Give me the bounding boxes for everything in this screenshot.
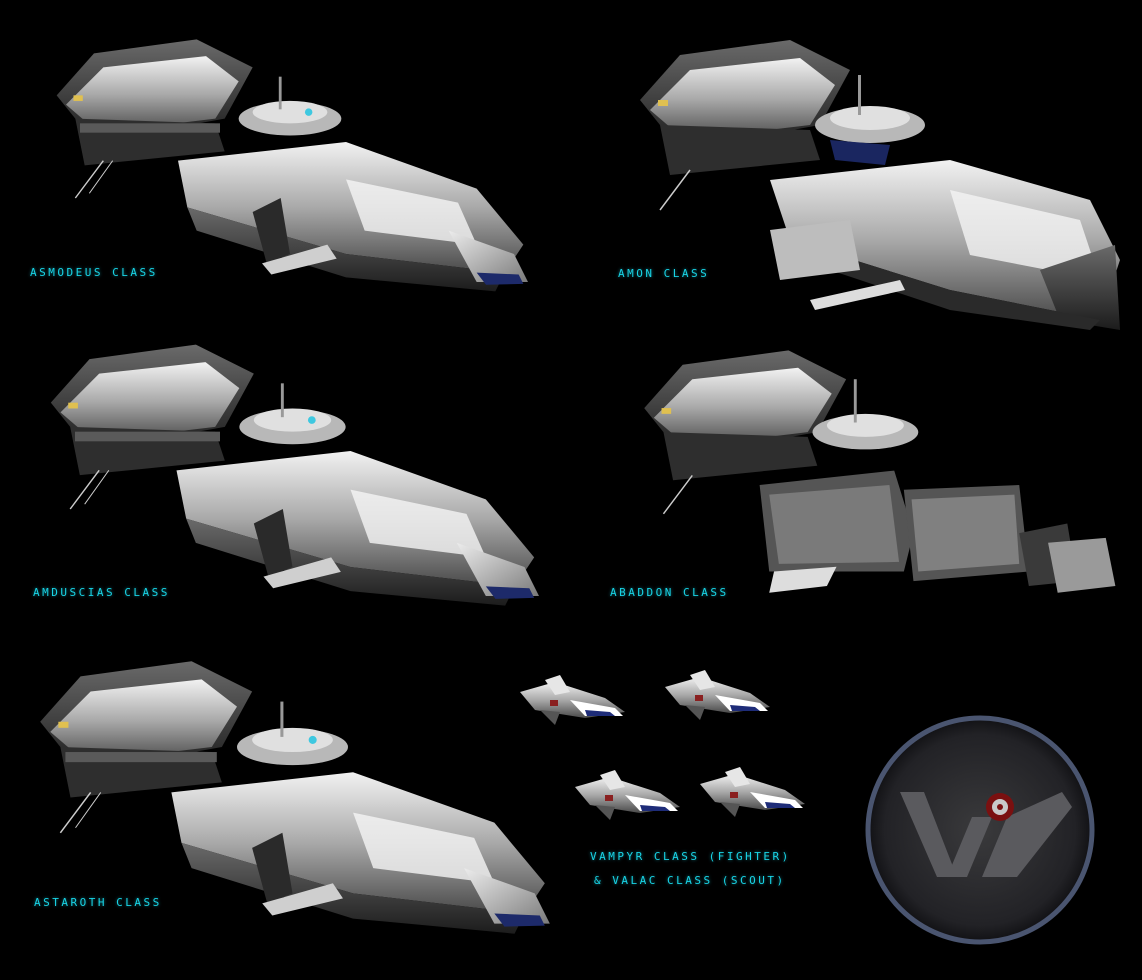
amduscias-label: Amduscias Class	[33, 586, 170, 599]
vampyr-fighter-1	[520, 675, 625, 725]
abaddon-label: Abaddon Class	[610, 586, 729, 599]
astaroth-ship	[39, 660, 551, 935]
fighters-label-line2: & Valac Class (Scout)	[594, 874, 786, 887]
vampyr-fighter-2	[665, 670, 770, 720]
valac-scout-1	[575, 770, 680, 820]
astaroth-label: Astaroth Class	[34, 896, 162, 909]
asmodeus-label: Asmodeus Class	[30, 266, 158, 279]
fighters-label-line1: Vampyr Class (Fighter)	[590, 850, 791, 863]
valac-scout-2	[700, 767, 805, 817]
amduscias-ship	[50, 343, 540, 607]
faction-w-emblem-icon	[865, 715, 1095, 945]
amon-ship	[639, 39, 1121, 331]
amon-label: Amon Class	[618, 267, 710, 280]
